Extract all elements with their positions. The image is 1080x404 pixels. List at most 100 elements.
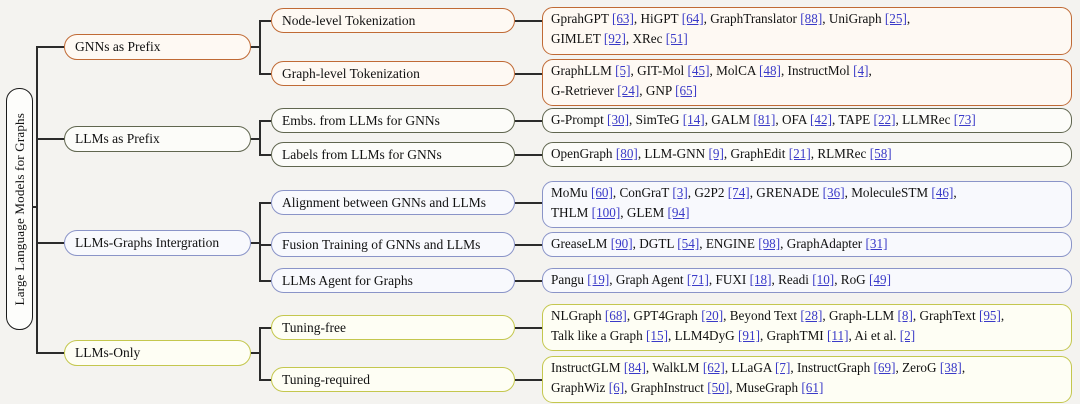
connector-line (515, 244, 542, 246)
connector-line (515, 327, 542, 329)
citation-link[interactable]: [61] (801, 380, 824, 395)
connector-line (259, 244, 271, 246)
paper-name: LLMRec (902, 112, 954, 127)
citation-link[interactable]: [50] (707, 380, 730, 395)
citation-link[interactable]: [10] (812, 272, 835, 287)
citation-link[interactable]: [28] (800, 308, 823, 323)
connector-line (259, 202, 261, 282)
connector-line (32, 206, 37, 208)
paper-name: GraphEdit (730, 146, 789, 161)
paper-name: GIMLET (551, 31, 604, 46)
citation-link[interactable]: [46] (931, 185, 954, 200)
paper-name: MolCA (716, 63, 759, 78)
citation-link[interactable]: [8] (897, 308, 913, 323)
citation-link[interactable]: [20] (701, 308, 724, 323)
citation-link[interactable]: [15] (646, 328, 669, 343)
citation-link[interactable]: [68] (604, 308, 627, 323)
citation-link[interactable]: [64] (681, 11, 704, 26)
citation-link[interactable]: [3] (672, 185, 688, 200)
connector-line (251, 138, 260, 140)
paper-name: XRec (632, 31, 666, 46)
citation-link[interactable]: [30] (607, 112, 630, 127)
connector-line (259, 280, 271, 282)
citation-link[interactable]: [60] (590, 185, 613, 200)
paper-name: InstructGraph (796, 360, 874, 375)
paper-name: G-Prompt (551, 112, 608, 127)
paper-name: ENGINE (705, 236, 759, 251)
citation-link[interactable]: [69] (873, 360, 896, 375)
citation-link[interactable]: [94] (667, 205, 690, 220)
leaf-llms-agent-papers: Pangu [19], Graph Agent [71], FUXI [18],… (542, 268, 1072, 293)
citation-link[interactable]: [18] (749, 272, 772, 287)
paper-name: TAPE (838, 112, 874, 127)
paper-name: GLEM (626, 205, 668, 220)
citation-link[interactable]: [95] (978, 308, 1001, 323)
connector-line (36, 138, 64, 140)
citation-link[interactable]: [45] (687, 63, 710, 78)
root-node-label: Large Language Models for Graphs (11, 112, 27, 306)
citation-link[interactable]: [51] (665, 31, 688, 46)
paper-name: ZeroG (902, 360, 940, 375)
citation-link[interactable]: [42] (809, 112, 832, 127)
citation-link[interactable]: [91] (737, 328, 760, 343)
paper-name: GraphLLM (551, 63, 616, 78)
citation-link[interactable]: [19] (587, 272, 610, 287)
citation-link[interactable]: [65] (675, 83, 698, 98)
branch-llms-as-prefix: LLMs as Prefix (64, 126, 251, 152)
citation-link[interactable]: [2] (899, 328, 916, 343)
paper-name: MoMu (551, 185, 591, 200)
citation-link[interactable]: [36] (822, 185, 845, 200)
citation-link[interactable]: [31] (865, 236, 888, 251)
citation-link[interactable]: [63] (611, 11, 634, 26)
paper-name: ConGraT (619, 185, 673, 200)
citation-link[interactable]: [54] (677, 236, 700, 251)
citation-link[interactable]: [98] (758, 236, 781, 251)
paper-name: FUXI (715, 272, 750, 287)
citation-link[interactable]: [81] (753, 112, 776, 127)
citation-link[interactable]: [4] (853, 63, 869, 78)
citation-link[interactable]: [73] (953, 112, 976, 127)
citation-link[interactable]: [38] (939, 360, 962, 375)
citation-link[interactable]: [25] (884, 11, 907, 26)
paper-name: LLaGA (731, 360, 775, 375)
paper-name: Beyond Text (729, 308, 801, 323)
citation-link[interactable]: [21] (788, 146, 811, 161)
citation-link[interactable]: [22] (873, 112, 896, 127)
paper-name: GIT-Mol (637, 63, 688, 78)
citation-link[interactable]: [49] (869, 272, 891, 287)
paper-name: GreaseLM (551, 236, 611, 251)
leaf-graph-level-tokenization-papers: GraphLLM [5], GIT-Mol [45], MolCA [48], … (542, 59, 1072, 106)
citation-link[interactable]: [88] (800, 11, 823, 26)
citation-link[interactable]: [14] (682, 112, 705, 127)
citation-link[interactable]: [48] (758, 63, 781, 78)
citation-link[interactable]: [9] (708, 146, 724, 161)
citation-link[interactable]: [74] (727, 185, 750, 200)
connector-line (259, 120, 271, 122)
root-node: Large Language Models for Graphs (6, 88, 33, 330)
subbranch-alignment-gnns-llms: Alignment between GNNs and LLMs (271, 190, 515, 215)
citation-link[interactable]: [92] (603, 31, 626, 46)
paper-name: GNP (645, 83, 676, 98)
citation-link[interactable]: [11] (827, 328, 849, 343)
subbranch-embs-from-llms-for-gnns: Embs. from LLMs for GNNs (271, 108, 515, 133)
citation-link[interactable]: [90] (610, 236, 633, 251)
citation-link[interactable]: [62] (702, 360, 725, 375)
connector-line (515, 20, 542, 22)
subbranch-tuning-required: Tuning-required (271, 367, 515, 392)
paper-name: G2P2 (694, 185, 728, 200)
paper-name: GraphAdapter (786, 236, 866, 251)
citation-link[interactable]: [100] (591, 205, 621, 220)
branch-llms-only: LLMs-Only (64, 340, 251, 366)
citation-link[interactable]: [58] (869, 146, 892, 161)
connector-line (515, 154, 542, 156)
citation-link[interactable]: [84] (623, 360, 646, 375)
citation-link[interactable]: [5] (615, 63, 631, 78)
citation-link[interactable]: [7] (775, 360, 791, 375)
citation-link[interactable]: [6] (608, 380, 625, 395)
citation-link[interactable]: [71] (686, 272, 709, 287)
citation-link[interactable]: [80] (615, 146, 638, 161)
paper-name: THLM (551, 205, 592, 220)
paper-name: RLMRec (817, 146, 870, 161)
citation-link[interactable]: [24] (617, 83, 640, 98)
